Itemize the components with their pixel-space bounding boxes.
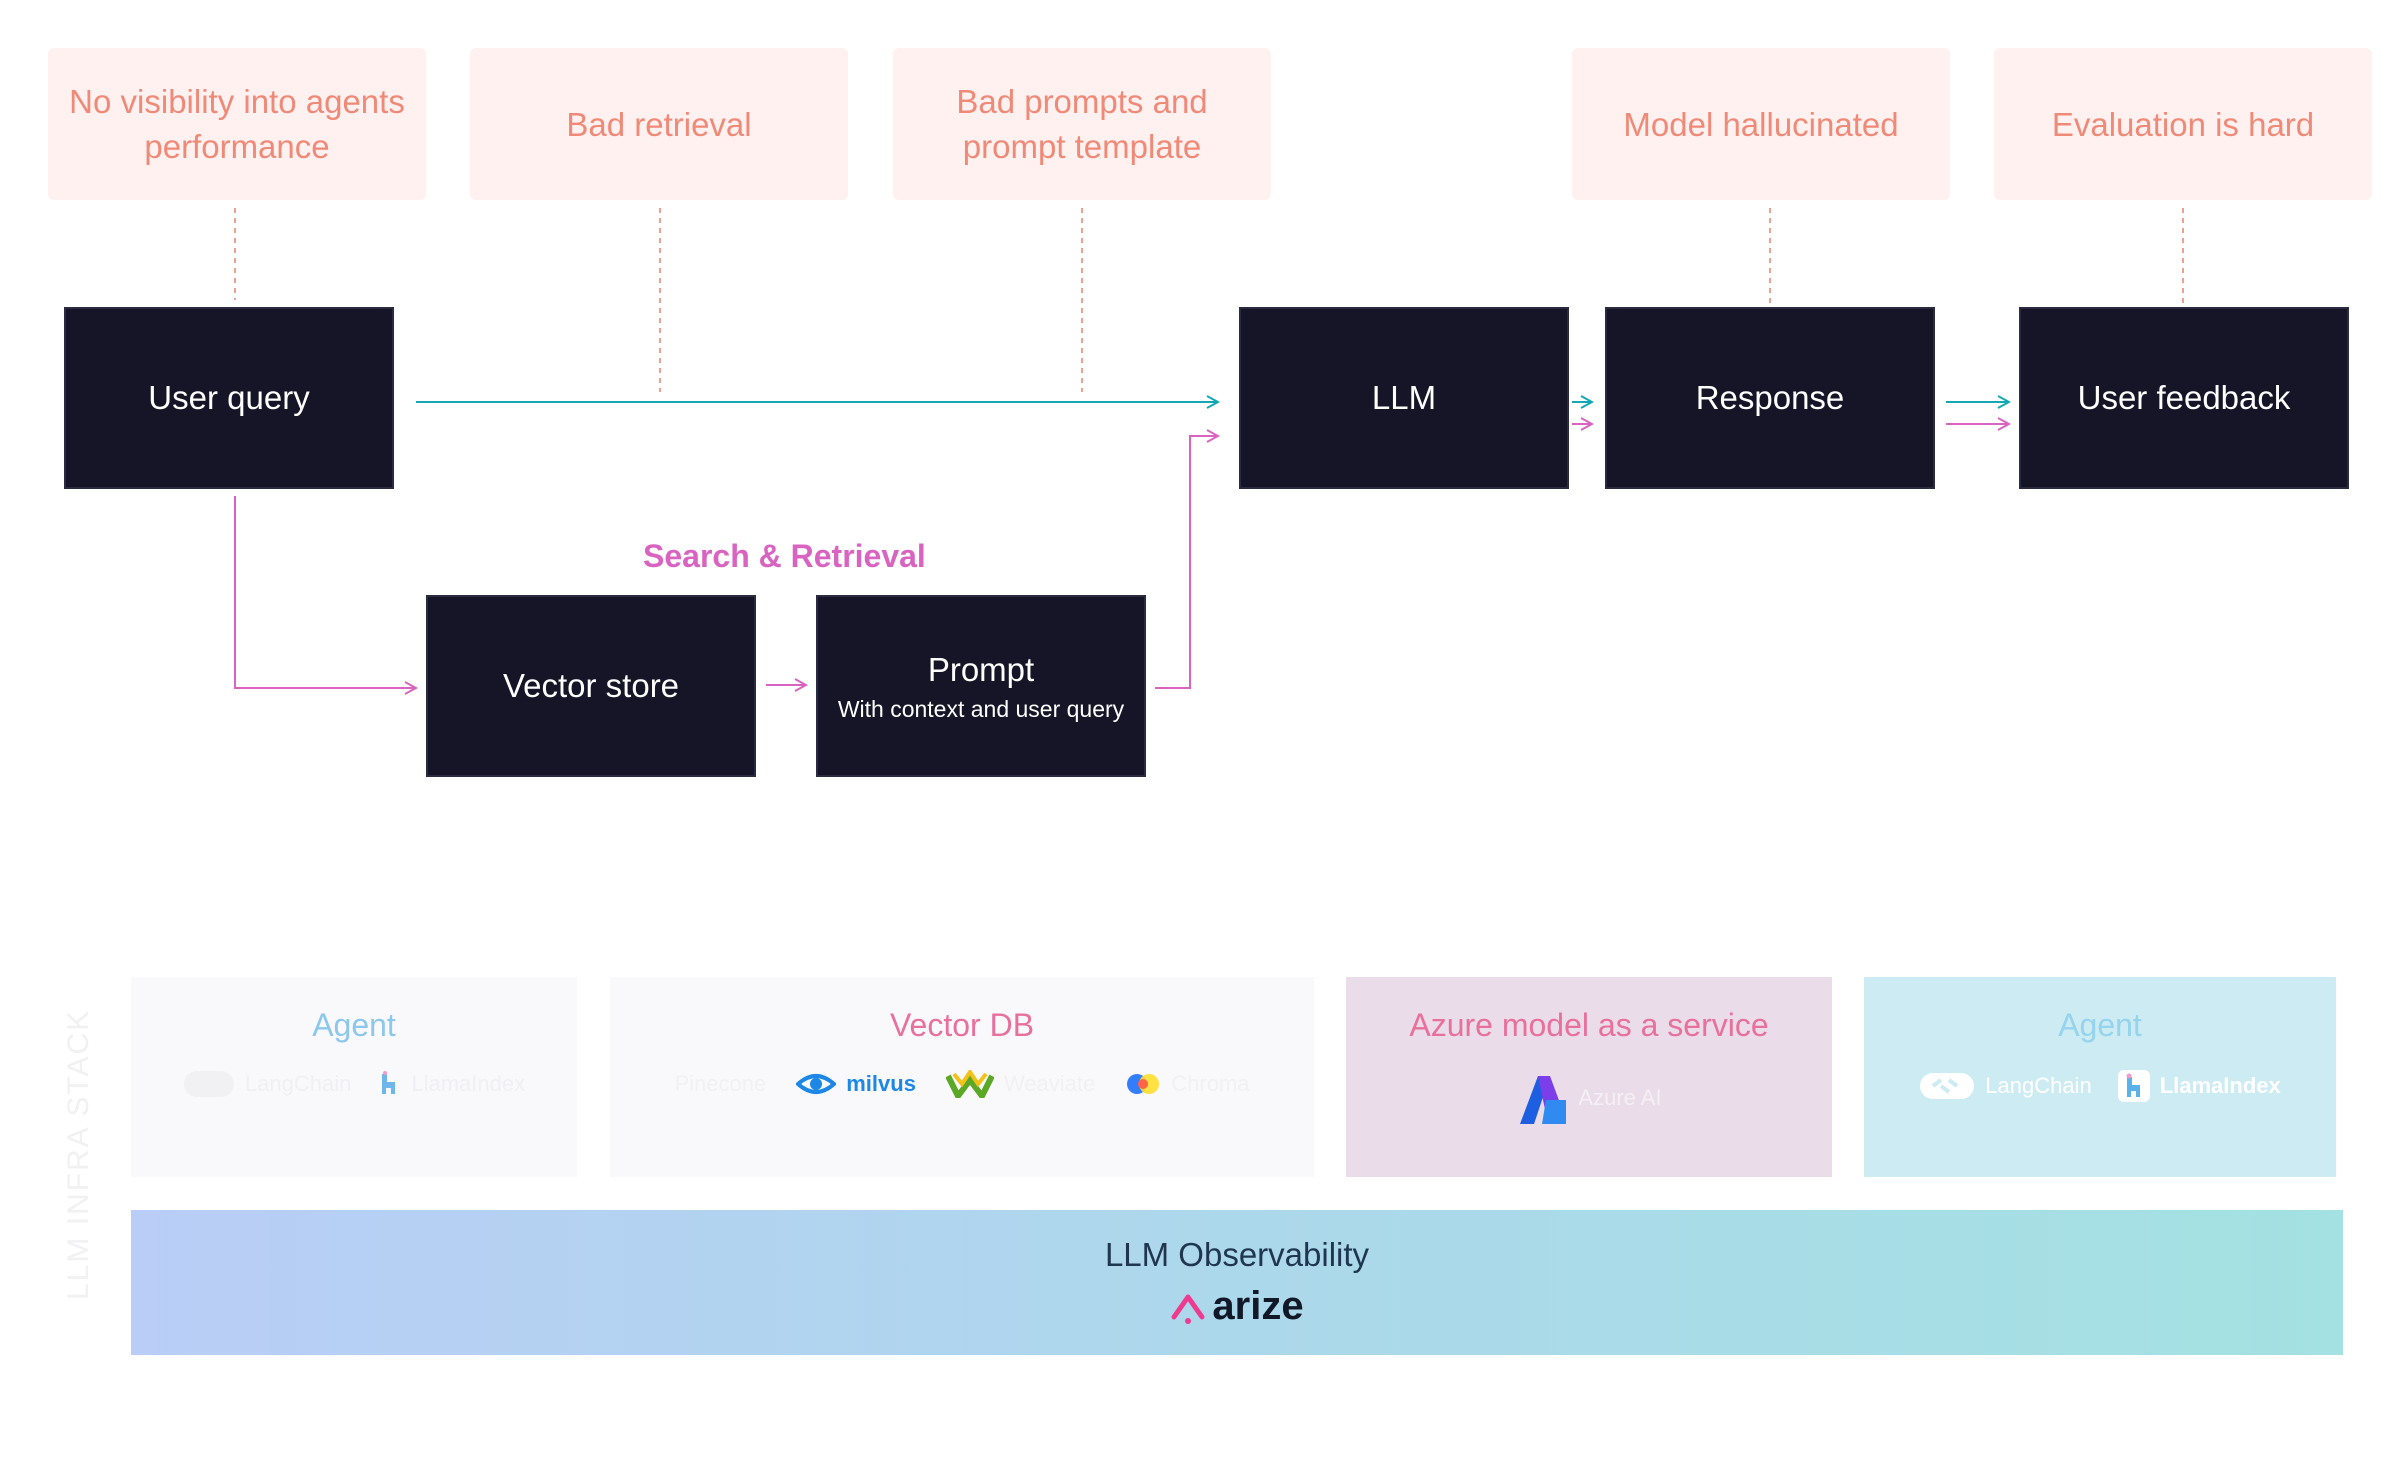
issue-prompts-text: Bad prompts and prompt template [956,83,1208,165]
issue-hallucinated-text: Model hallucinated [1623,105,1899,143]
node-vector-store-label: Vector store [502,667,680,704]
llamaindex-text: LlamaIndex [411,1071,526,1096]
node-prompt: Prompt With context and user query [816,595,1146,777]
langchain-text: LangChain [244,1071,352,1096]
llamaindex-logo: LlamaIndex [377,1070,525,1098]
langchain-icon [1920,1073,1975,1099]
llamaindex-logo-right: LlamaIndex [2117,1070,2281,1102]
weaviate-text: Weaviate [1003,1071,1096,1096]
llamaindex-text-right: LlamaIndex [2159,1073,2281,1098]
panel-agent-right-title: Agent [2058,1007,2142,1043]
observability-bar: LLM Observability arize [131,1210,2343,1355]
node-prompt-sublabel: With context and user query [837,695,1125,722]
node-user-feedback: User feedback [2019,307,2349,489]
pinecone-text: Pinecone [674,1071,767,1096]
node-vector-store: Vector store [426,595,756,777]
arize-logo: arize [1170,1284,1304,1329]
chroma-logo: Chroma [1125,1070,1250,1098]
issue-visibility: No visibility into agents performance [48,48,426,200]
langchain-logo: LangChain [183,1070,351,1098]
azure-ai-text: Azure AI [1578,1085,1662,1110]
pinecone-logo: Pinecone [674,1071,766,1097]
issue-evaluation-text: Evaluation is hard [2051,105,2315,143]
observability-title: LLM Observability [1104,1236,1370,1273]
milvus-text: milvus [846,1071,916,1096]
panel-agent-right-logos: LangChain LlamaIndex [1919,1070,2281,1102]
node-response-label: Response [1695,379,1845,416]
node-user-query-label: User query [148,379,310,416]
weaviate-icon [945,1070,994,1098]
panel-vector-db-logos: Pinecone milvus Weaviate Chroma [674,1070,1250,1098]
langchain-logo-right: LangChain [1919,1072,2092,1100]
llama-icon [2117,1070,2150,1102]
weaviate-logo: Weaviate [945,1070,1096,1098]
arize-caret-icon [1171,1294,1205,1324]
chroma-text: Chroma [1171,1071,1250,1096]
arrow-query-to-vector-store [234,496,416,688]
node-llm-label: LLM [1371,379,1437,416]
chroma-icon [1127,1074,1160,1094]
panel-agent-left: Agent LangChain LlamaIndex [131,977,577,1177]
arize-wordmark: arize [1212,1284,1304,1328]
panel-vector-db: Vector DB Pinecone milvus Weaviate [610,977,1314,1177]
panel-azure: Azure model as a service Azure AI [1346,977,1832,1177]
node-llm: LLM [1239,307,1569,489]
azure-ai-icon [1520,1076,1567,1124]
node-response: Response [1605,307,1935,489]
milvus-logo: milvus [796,1070,916,1098]
issue-evaluation: Evaluation is hard [1994,48,2372,200]
panel-agent-left-logos: LangChain LlamaIndex [183,1070,525,1098]
node-prompt-label: Prompt [927,650,1035,688]
issue-retrieval: Bad retrieval [470,48,848,200]
langchain-text-right: LangChain [1985,1073,2092,1098]
panel-agent-left-title: Agent [312,1007,396,1043]
issue-retrieval-text: Bad retrieval [566,105,752,143]
llama-icon [382,1071,396,1094]
panel-azure-logos: Azure AI [1516,1070,1662,1126]
milvus-eye-icon [796,1074,837,1094]
node-user-query: User query [64,307,394,489]
issue-hallucinated: Model hallucinated [1572,48,1950,200]
node-user-feedback-label: User feedback [2077,379,2291,416]
infra-stack-label: LLM INFRA STACK [62,1008,95,1300]
panel-agent-right: Agent LangChain LlamaIndex [1864,977,2336,1177]
panel-azure-title: Azure model as a service [1409,1007,1769,1043]
panel-vector-db-title: Vector DB [889,1007,1035,1043]
langchain-icon [183,1071,234,1097]
azure-ai-logo: Azure AI [1516,1070,1662,1126]
issue-prompts: Bad prompts and prompt template [893,48,1271,200]
search-retrieval-label: Search & Retrieval [643,538,926,574]
arrow-prompt-to-llm [1155,436,1218,689]
issue-visibility-text: No visibility into agents performance [69,83,405,165]
